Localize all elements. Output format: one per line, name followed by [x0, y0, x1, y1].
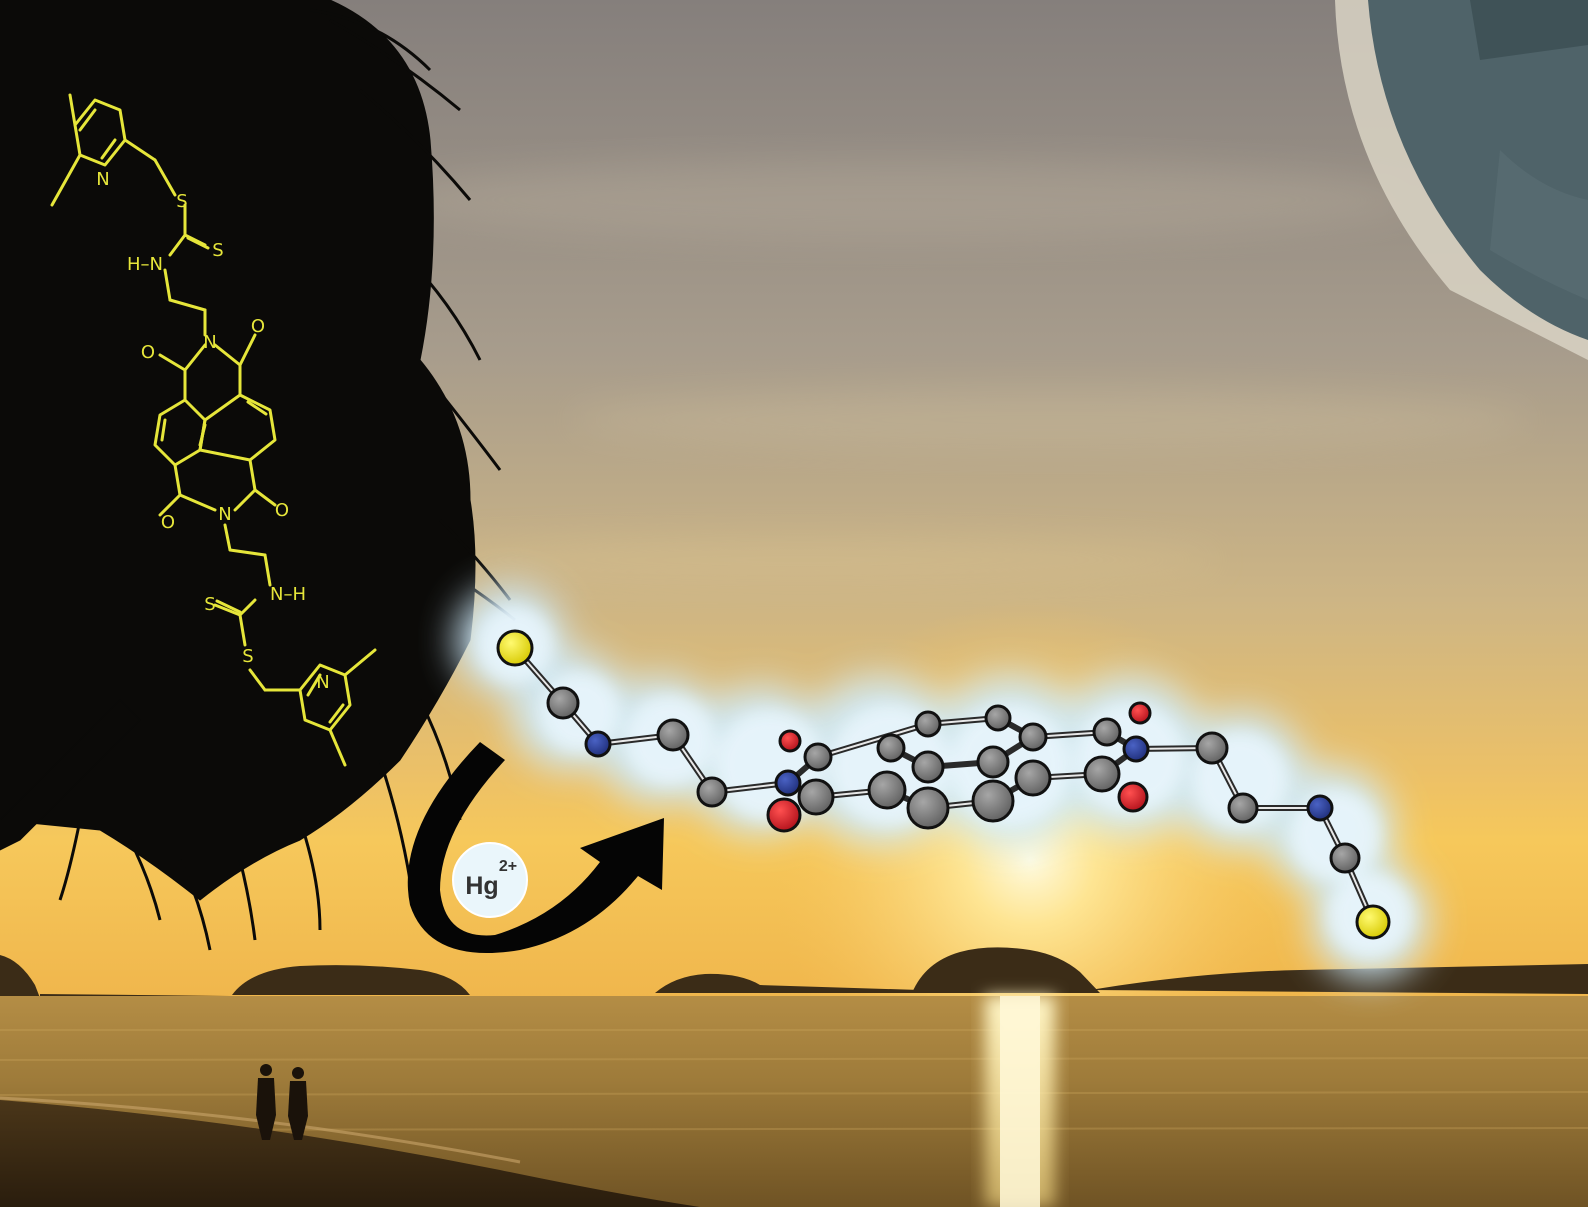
carbon-atom: [1092, 717, 1122, 747]
atom-label: O: [141, 342, 155, 363]
carbon-atom: [1329, 842, 1361, 874]
atom-label: S: [242, 646, 253, 667]
carbon-atom: [914, 710, 942, 738]
carbon-atom: [906, 786, 950, 830]
oxygen-atom: [1117, 781, 1149, 813]
carbon-atom: [803, 742, 833, 772]
atom-label: O: [275, 500, 289, 521]
atom-label: N: [96, 169, 109, 190]
ion-charge: 2+: [499, 858, 517, 875]
carbon-atom: [971, 779, 1015, 823]
atom-label: N: [203, 332, 216, 353]
atom-label: N–H: [270, 584, 306, 605]
carbon-atom: [876, 733, 906, 763]
oxygen-atom: [778, 729, 802, 753]
carbon-atom: [1195, 731, 1229, 765]
carbon-atom: [1018, 722, 1048, 752]
cloud-streaks: [380, 160, 1530, 582]
atom-label: S: [204, 594, 215, 615]
oxygen-atom: [1128, 701, 1152, 725]
reaction-arrow: [407, 742, 664, 953]
corner-decoration: [1335, 0, 1588, 360]
ion-symbol: Hg: [465, 872, 498, 900]
nitrogen-atom: [1306, 794, 1334, 822]
chemical-structure-labels: N S S H–N O O N O O N N–H S S N: [96, 169, 329, 693]
beach: [0, 1100, 700, 1207]
carbon-atom: [1014, 759, 1052, 797]
nitrogen-atom: [774, 769, 802, 797]
carbon-atom: [976, 745, 1010, 779]
sulfur-atom: [496, 629, 534, 667]
atom-label: O: [161, 512, 175, 533]
atom-label: S: [212, 240, 223, 261]
carbon-atom: [546, 686, 580, 720]
palm-tree-silhouette: [0, 0, 516, 951]
carbon-atom: [1227, 792, 1259, 824]
atom-label: N: [316, 672, 329, 693]
people-silhouettes: [256, 1064, 308, 1140]
carbon-atom: [867, 770, 907, 810]
carbon-atom: [696, 776, 728, 808]
carbon-atom: [1083, 755, 1121, 793]
oxygen-atom: [766, 797, 802, 833]
atom-label: O: [251, 316, 265, 337]
carbon-atom: [797, 778, 835, 816]
chemical-structure-2d: [50, 93, 377, 767]
carbon-atom: [984, 704, 1012, 732]
molecule-atoms: [496, 629, 1391, 940]
islands: [0, 947, 1588, 999]
sulfur-atom: [1355, 904, 1391, 940]
carbon-atom: [911, 750, 945, 784]
atom-label: N: [218, 504, 231, 525]
atom-label: H–N: [127, 254, 163, 275]
mercury-ion-badge: Hg 2+: [452, 842, 528, 918]
nitrogen-atom: [1122, 735, 1150, 763]
nitrogen-atom: [584, 730, 612, 758]
atom-label: S: [176, 191, 187, 212]
carbon-atom: [656, 718, 690, 752]
